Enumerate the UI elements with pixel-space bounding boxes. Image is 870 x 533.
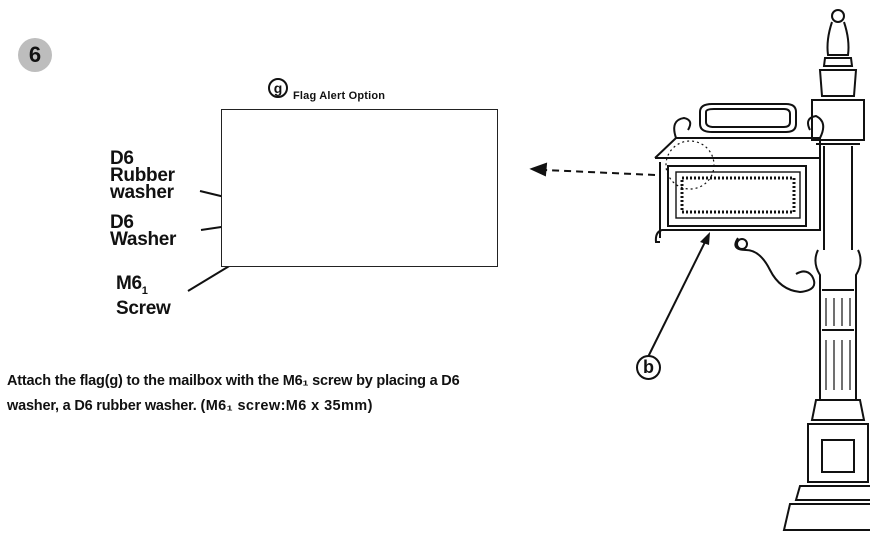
callout-g-marker: g	[268, 78, 288, 98]
callout-b-marker: b	[636, 355, 661, 380]
screw-label: M61 Screw	[116, 273, 171, 319]
mailbox-post-drawing	[647, 9, 870, 531]
instruction-line-2-text: washer, a D6 rubber washer.	[7, 398, 201, 414]
screw-line-1: M61	[116, 273, 148, 297]
instruction-line-2: washer, a D6 rubber washer. (M6₁ screw:M…	[7, 394, 597, 419]
washer-line-1: D6	[110, 212, 134, 233]
flag-alert-option-label: Flag Alert Option	[293, 90, 386, 102]
rubber-washer-label: D6 Rubber washer	[110, 148, 175, 203]
step-number-badge: 6	[18, 38, 52, 72]
washer-label: D6 Washer	[110, 212, 177, 250]
detail-inset-frame	[221, 109, 498, 267]
callout-b-arrowhead	[700, 232, 710, 245]
instruction-line-1: Attach the flag(g) to the mailbox with t…	[7, 373, 460, 389]
rubber-washer-line-3: washer	[110, 182, 174, 203]
washer-line-2: Washer	[110, 229, 177, 250]
screw-line-2: Screw	[116, 297, 171, 319]
callout-g-letter: g	[273, 80, 283, 96]
detail-arrow	[529, 162, 656, 177]
screw-spec: (M6₁ screw:M6 x 35mm)	[200, 398, 373, 414]
instruction-text: Attach the flag(g) to the mailbox with t…	[7, 369, 597, 419]
rubber-washer-line-1: D6	[110, 148, 134, 169]
step-number: 6	[28, 42, 42, 67]
screw-subscript: 1	[141, 284, 148, 297]
callout-b-letter: b	[643, 357, 654, 377]
rubber-washer-line-2: Rubber	[110, 165, 175, 186]
